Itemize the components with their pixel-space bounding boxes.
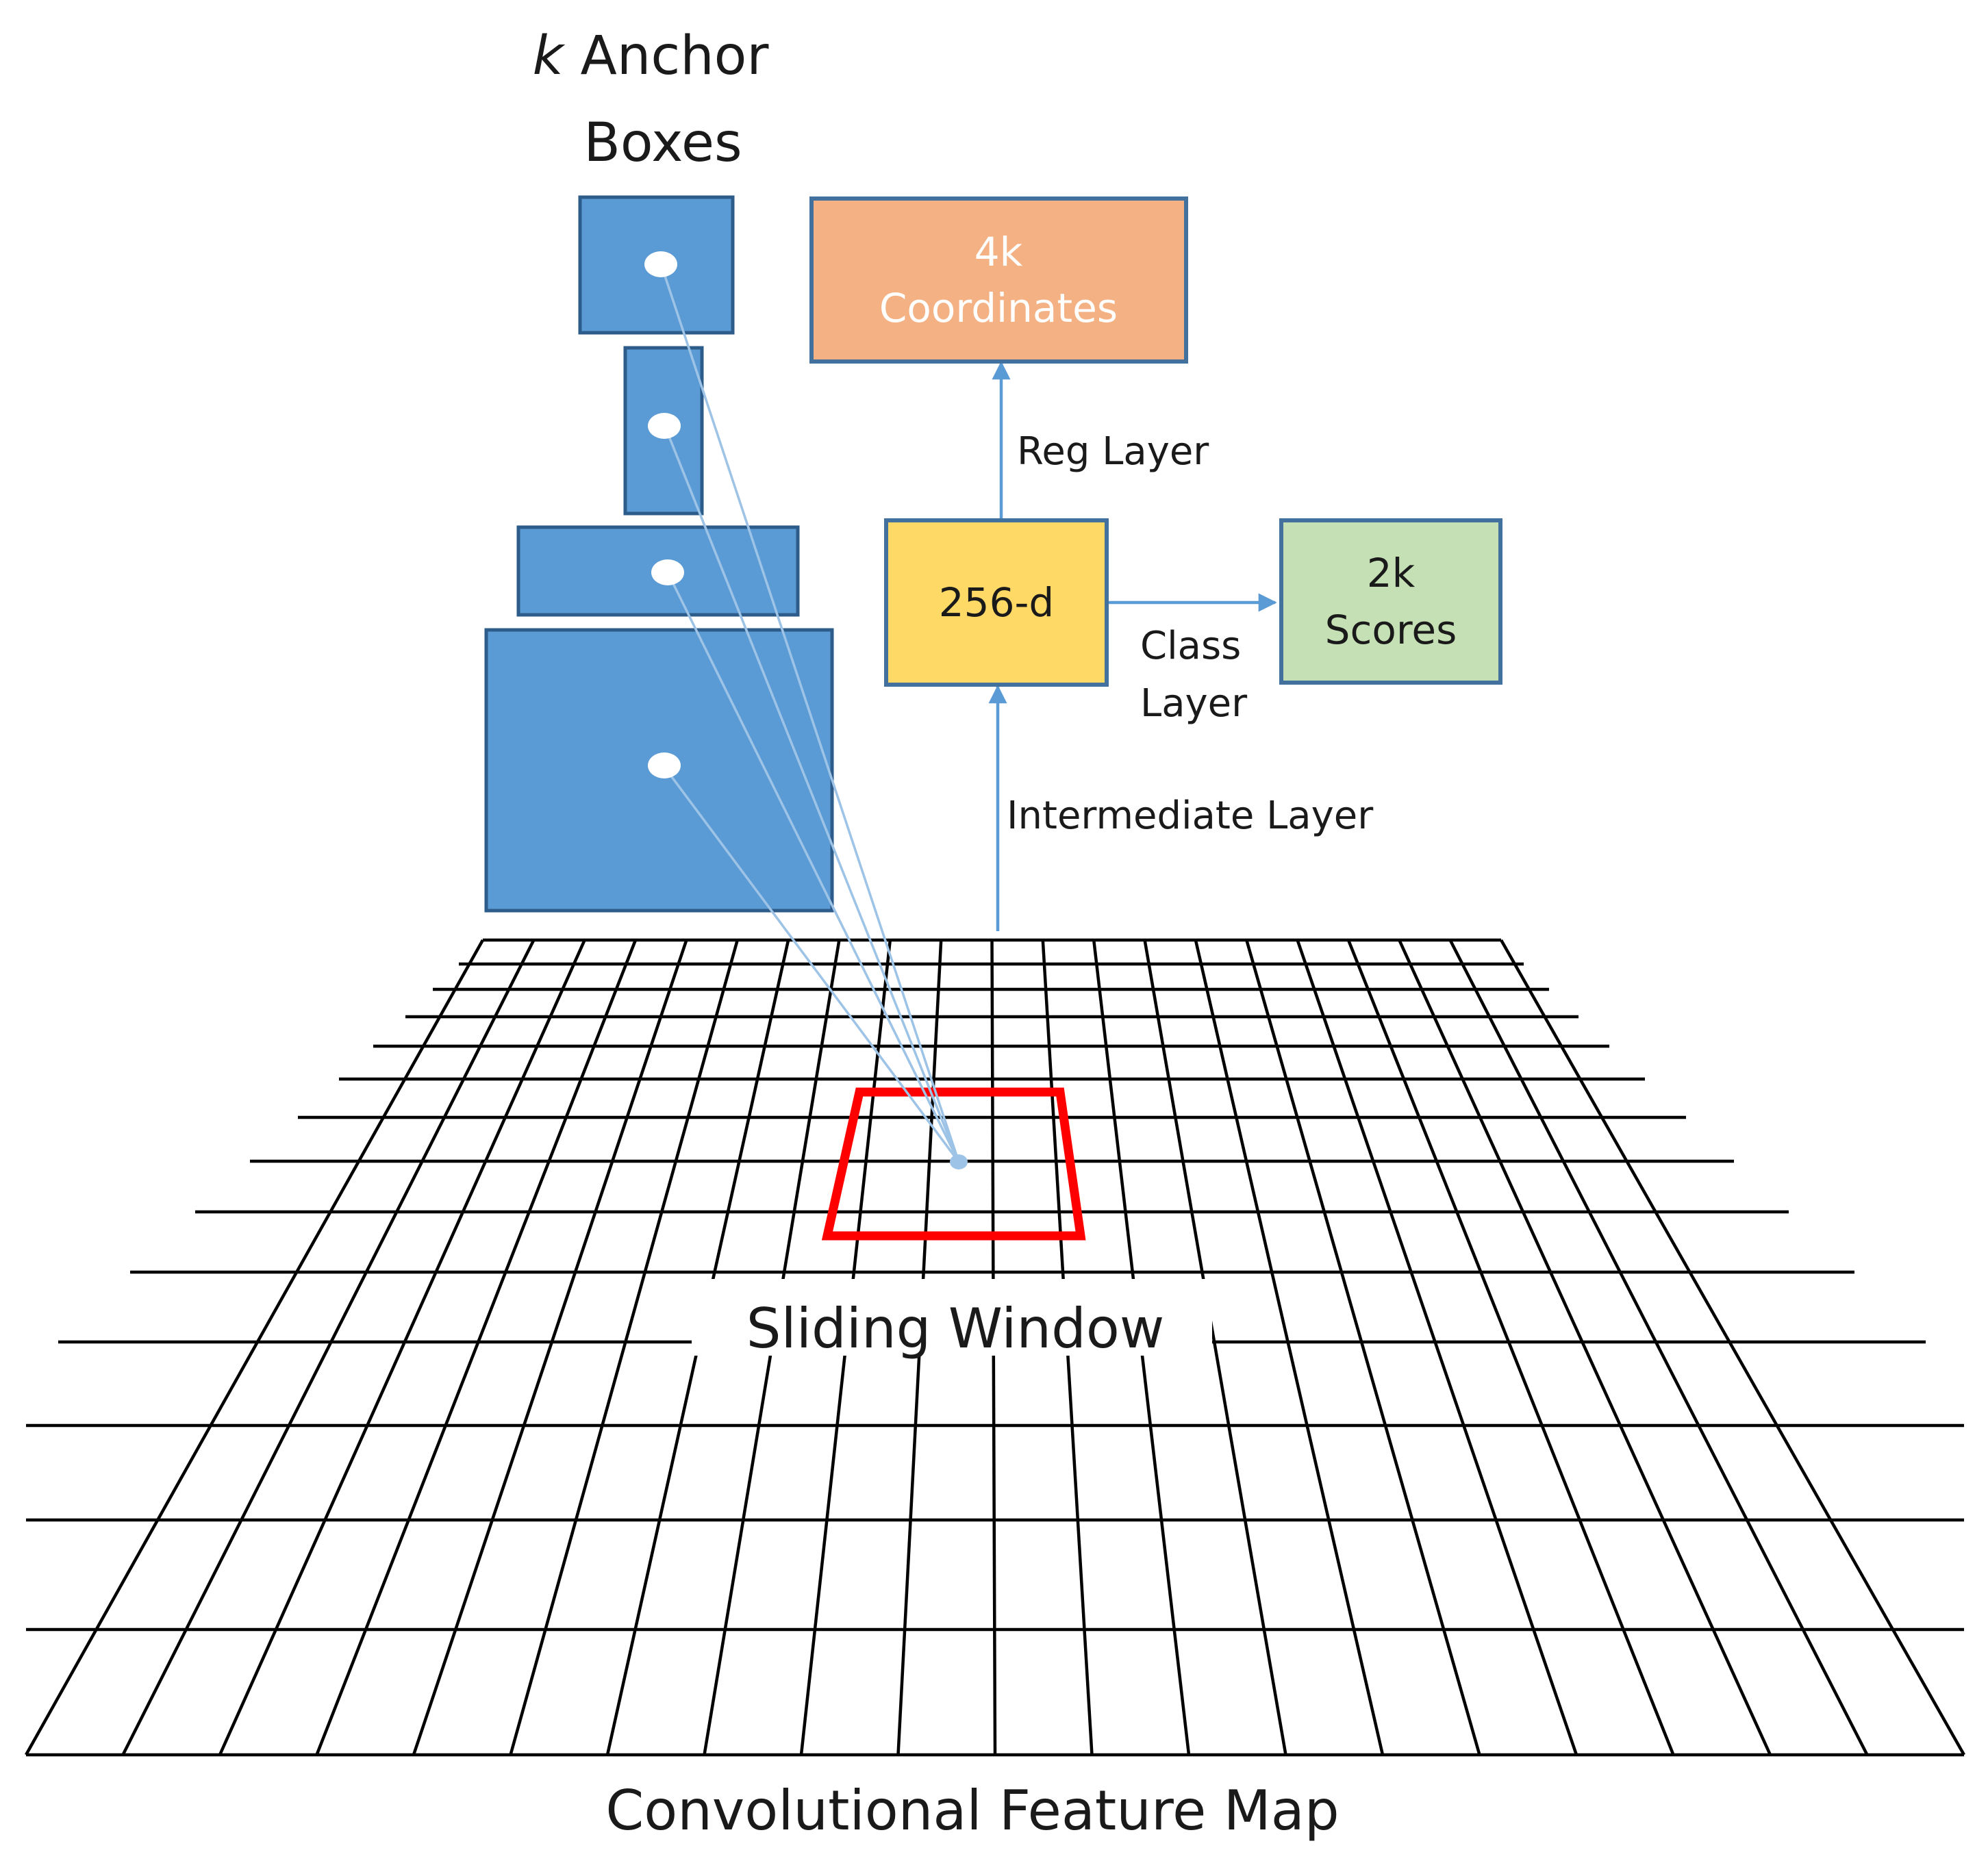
grid-column-line [121, 939, 536, 1756]
anchor-boxes [484, 195, 834, 913]
connector-line [663, 765, 960, 1163]
grid-column-line [218, 939, 586, 1755]
coordinates-node: 4k Coordinates [809, 197, 1188, 364]
scores-count: 2k [1367, 550, 1416, 596]
grid-column-line [1245, 939, 1481, 1755]
scores-node: 2k Scores [1279, 518, 1502, 685]
connector-line [663, 424, 960, 1163]
grid-column-line [1398, 939, 1772, 1755]
grid-column-line [1500, 939, 1965, 1756]
connector-line [659, 263, 960, 1163]
coordinates-box [809, 197, 1188, 364]
coordinates-count: 4k [974, 229, 1023, 275]
grid-column-line [1143, 939, 1287, 1755]
grid-column-line [1448, 939, 1869, 1756]
grid-column-line [25, 939, 484, 1756]
sliding-window-center-dot [950, 1154, 968, 1169]
grid-column-line [1194, 939, 1385, 1755]
grid-column-line [1346, 939, 1675, 1755]
grid-column-line [412, 939, 688, 1755]
anchor-center-dot [644, 251, 677, 277]
intermediate-node: 256-d [884, 518, 1109, 687]
sliding-window-label: Sliding Window [746, 1297, 1165, 1360]
class-layer-label-line1: Class [1140, 624, 1241, 668]
grid-column-line [1296, 939, 1578, 1755]
coordinates-label: Coordinates [879, 285, 1118, 331]
sliding-window-label-background [692, 1279, 1212, 1356]
feature-map-label: Convolutional Feature Map [605, 1779, 1339, 1842]
anchor-connectors [659, 263, 960, 1163]
class-layer-label-line2: Layer [1140, 681, 1248, 726]
scores-label: Scores [1325, 607, 1457, 653]
grid-column-line [315, 939, 638, 1755]
anchor-centers [644, 251, 684, 778]
connector-line [666, 572, 960, 1163]
anchor-center-dot [651, 559, 684, 585]
anchor-boxes-title-line2: Boxes [583, 112, 742, 174]
anchor-center-dot [648, 752, 681, 778]
grid-column-line [509, 939, 739, 1755]
anchor-center-dot [648, 413, 681, 439]
scores-box [1279, 518, 1502, 685]
reg-layer-label: Reg Layer [1017, 429, 1209, 474]
anchor-boxes-title: k Anchor [533, 25, 770, 87]
flow-arrows [988, 361, 1277, 931]
intermediate-box [884, 518, 1109, 687]
intermediate-label: 256-d [939, 579, 1054, 626]
sliding-window [821, 1087, 1086, 1241]
intermediate-layer-label: Intermediate Layer [1007, 794, 1374, 838]
